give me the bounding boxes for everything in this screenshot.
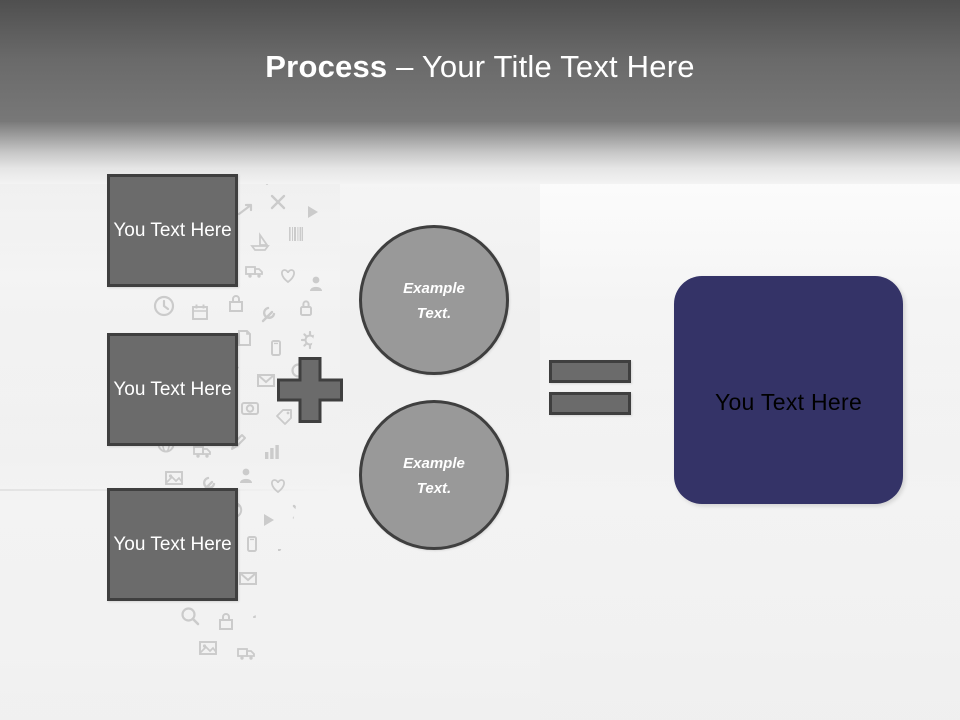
page-title-separator: –: [387, 49, 422, 84]
modifier-circle-2-line2: Text.: [416, 480, 452, 497]
page-title-bold: Process: [265, 49, 388, 84]
plus-operator: [277, 357, 343, 423]
input-box-1[interactable]: You Text Here: [107, 174, 238, 287]
input-box-3[interactable]: You Text Here: [107, 488, 238, 601]
title-band: [0, 0, 960, 122]
equals-operator: [549, 360, 631, 416]
input-box-2[interactable]: You Text Here: [107, 333, 238, 446]
modifier-circle-1[interactable]: Example Text.: [359, 225, 509, 375]
input-box-3-label: You Text Here: [113, 533, 232, 555]
input-box-2-label: You Text Here: [113, 378, 232, 400]
modifier-circle-1-label: Example Text.: [403, 276, 465, 326]
modifier-circle-1-line2: Text.: [416, 305, 452, 322]
modifier-circle-2-label: Example Text.: [403, 451, 465, 501]
equals-icon-bar-top: [549, 360, 631, 383]
input-box-1-label: You Text Here: [113, 219, 232, 241]
page-title-rest: Your Title Text Here: [421, 49, 695, 84]
modifier-circle-2[interactable]: Example Text.: [359, 400, 509, 550]
equals-icon-bar-bottom: [549, 392, 631, 415]
modifier-circle-1-line1: Example: [403, 280, 465, 297]
title-band-fade: [0, 122, 960, 184]
plus-icon: [277, 357, 343, 423]
modifier-circle-2-line1: Example: [403, 455, 465, 472]
page-title: Process – Your Title Text Here: [0, 49, 960, 85]
result-box-label: You Text Here: [714, 388, 863, 415]
result-box[interactable]: You Text Here: [674, 276, 903, 504]
